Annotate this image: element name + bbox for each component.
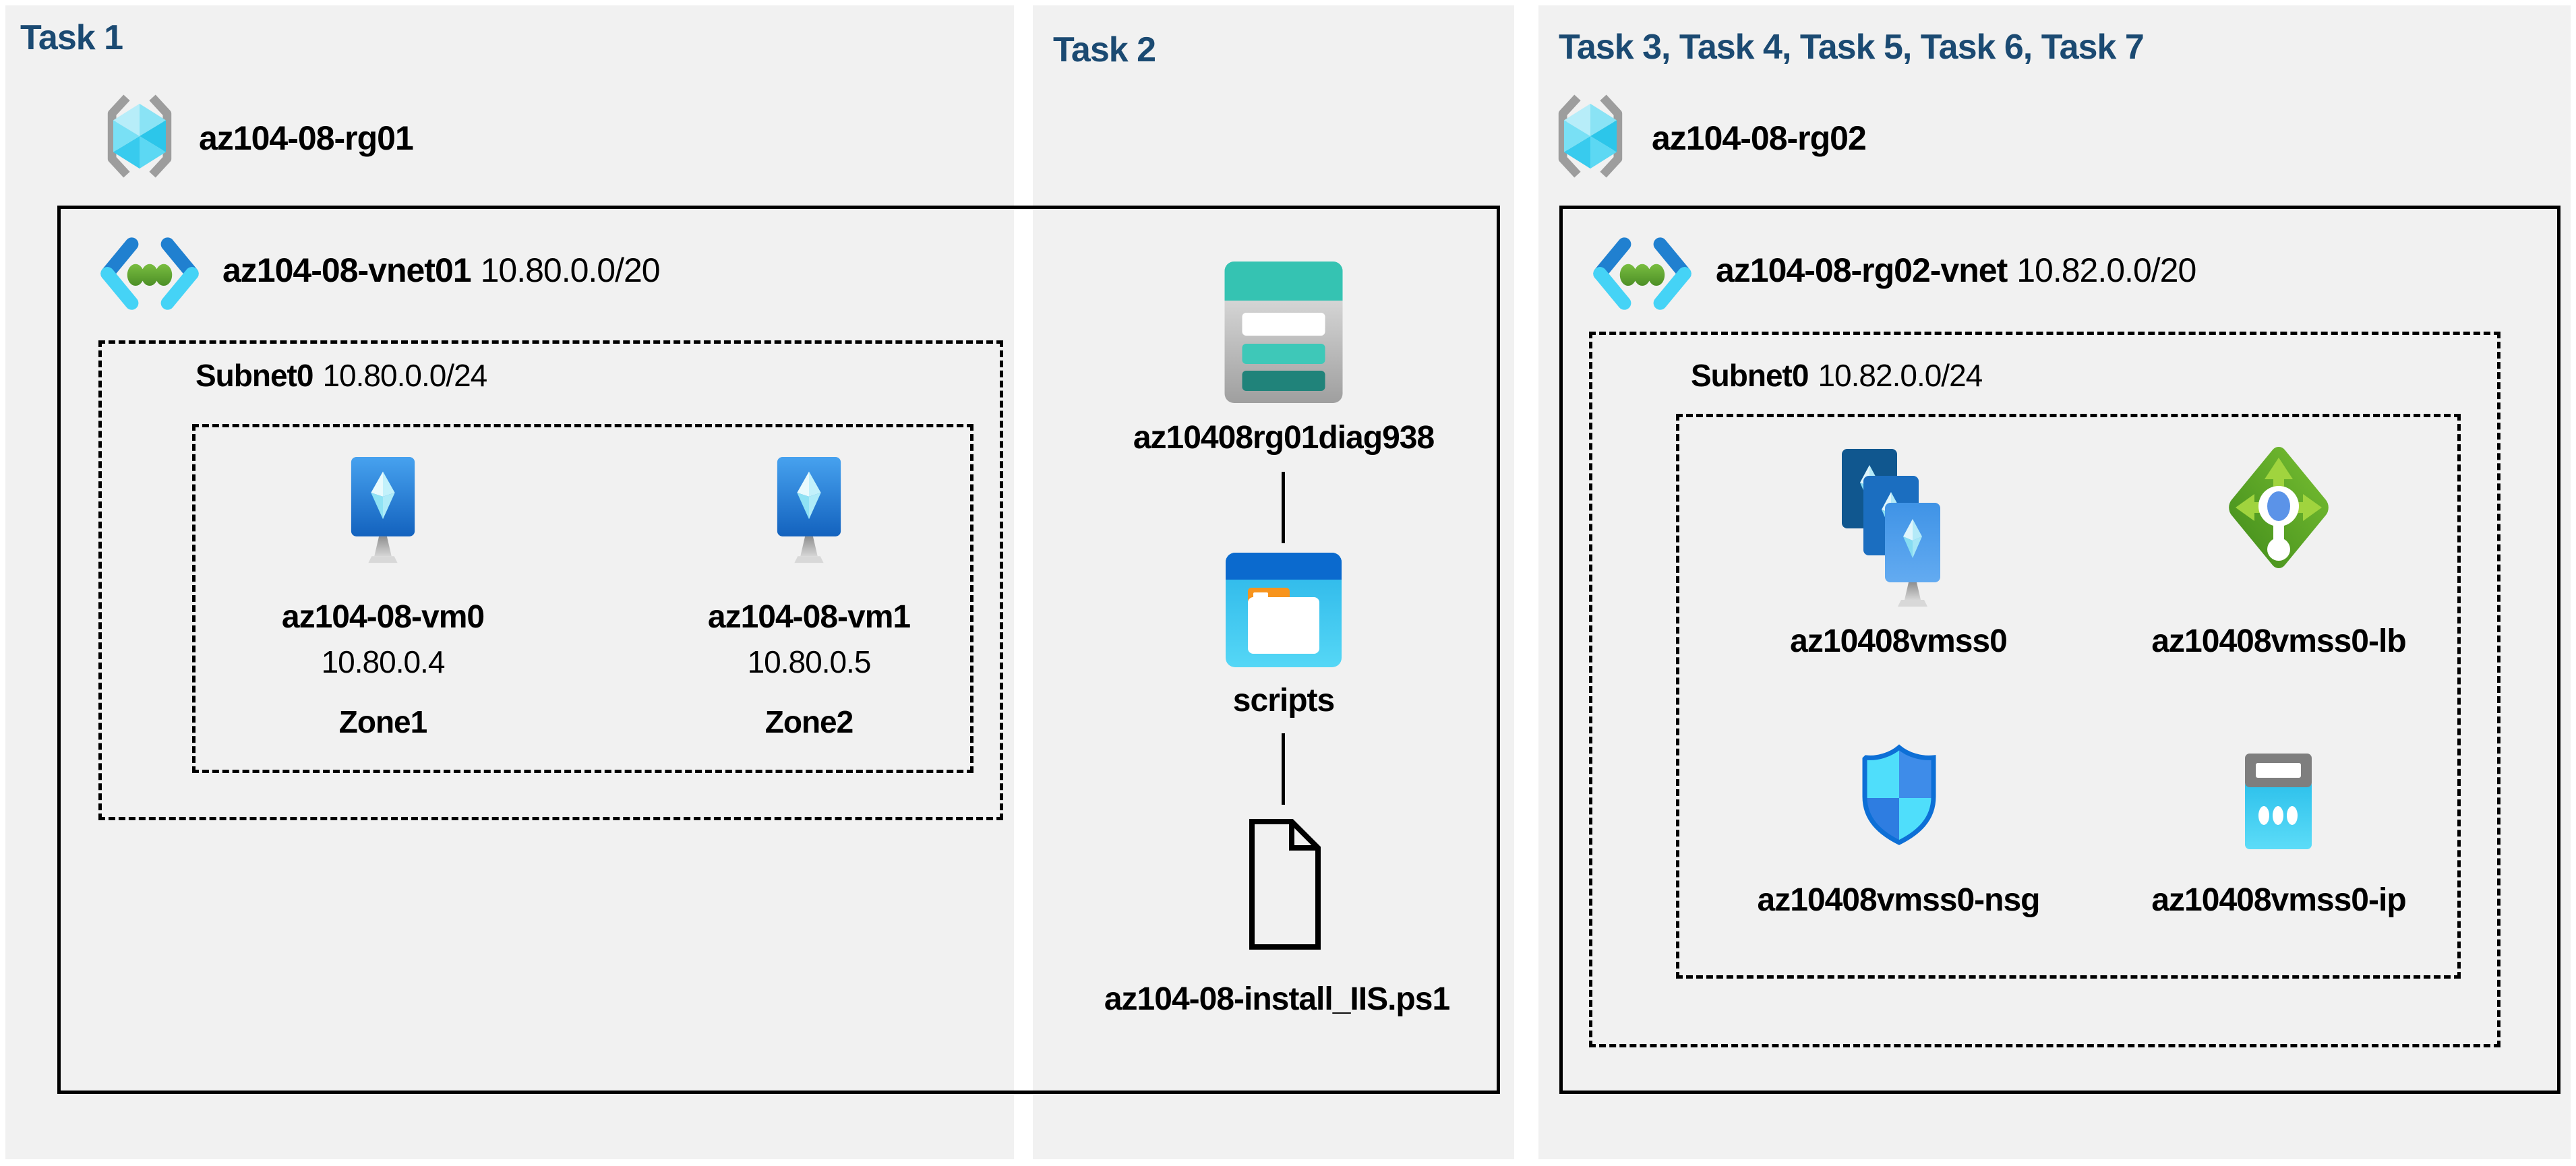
virtual-network-icon	[100, 237, 199, 310]
vm1-zone: Zone2	[765, 704, 853, 739]
vm1-ip: 10.80.0.5	[747, 644, 872, 679]
vnet-cidr: 10.82.0.0/20	[2016, 251, 2196, 289]
subnet2-cidr: 10.82.0.0/24	[1818, 358, 1983, 393]
virtual-network-icon	[1593, 237, 1691, 310]
nsg-label: az10408vmss0-nsg	[1757, 882, 2041, 918]
vm0-zone: Zone1	[338, 704, 427, 739]
vmss-resources-box	[1676, 414, 2461, 979]
subnet1-cidr: 10.80.0.0/24	[322, 358, 487, 393]
vm-zone-box	[192, 424, 974, 773]
subnet2-name: Subnet0	[1691, 358, 1809, 393]
vm0-ip: 10.80.0.4	[321, 644, 446, 679]
vnet-name: az104-08-rg02-vnet	[1716, 251, 2008, 289]
cube-glyph	[1563, 103, 1617, 169]
connector-line	[1282, 472, 1285, 543]
resource-group-icon	[107, 94, 172, 178]
task2-header: Task 2	[1053, 30, 1156, 69]
subnet1-box	[98, 340, 1003, 820]
vnet2-box	[1559, 206, 2560, 1094]
resource-group-label: az104-08-rg01	[199, 119, 414, 157]
resource-group-label: az104-08-rg02	[1652, 119, 1867, 157]
virtual-machine-icon	[777, 457, 841, 563]
task3-header: Task 3, Task 4, Task 5, Task 6, Task 7	[1559, 28, 2145, 67]
task1-column	[5, 5, 1014, 1159]
subnet1-label: Subnet0 10.80.0.0/24	[196, 357, 487, 394]
load-balancer-label: az10408vmss0-lb	[2151, 623, 2406, 659]
public-ip-label: az10408vmss0-ip	[2151, 882, 2406, 918]
subnet2-box	[1589, 332, 2500, 1047]
container-label: scripts	[1232, 683, 1335, 718]
vm1-name: az104-08-vm1	[707, 599, 911, 635]
blob-container-icon	[1226, 553, 1342, 667]
storage-account-icon	[1224, 262, 1343, 403]
cube-glyph	[113, 103, 167, 169]
public-ip-icon	[2245, 754, 2312, 849]
vnet-name: az104-08-vnet01	[222, 251, 472, 289]
resource-group-icon	[1558, 94, 1623, 178]
storage-account-label: az10408rg01diag938	[1133, 420, 1435, 456]
task3-column	[1538, 5, 2571, 1159]
script-file-icon	[1249, 819, 1321, 950]
load-balancer-icon	[2229, 446, 2329, 569]
vmss-label: az10408vmss0	[1790, 623, 2008, 659]
vm-scale-set-icon	[1842, 449, 1940, 607]
subnet1-name: Subnet0	[196, 358, 313, 393]
vnet1-box	[57, 206, 1500, 1094]
vm0-name: az104-08-vm0	[281, 599, 485, 635]
connector-line	[1282, 733, 1285, 805]
virtual-machine-icon	[351, 457, 415, 563]
task1-header: Task 1	[20, 18, 123, 57]
network-security-group-icon	[1862, 744, 1936, 845]
vnet-cidr: 10.80.0.0/20	[480, 251, 661, 289]
file-label: az104-08-install_IIS.ps1	[1104, 981, 1450, 1017]
subnet2-label: Subnet0 10.82.0.0/24	[1691, 357, 1983, 394]
